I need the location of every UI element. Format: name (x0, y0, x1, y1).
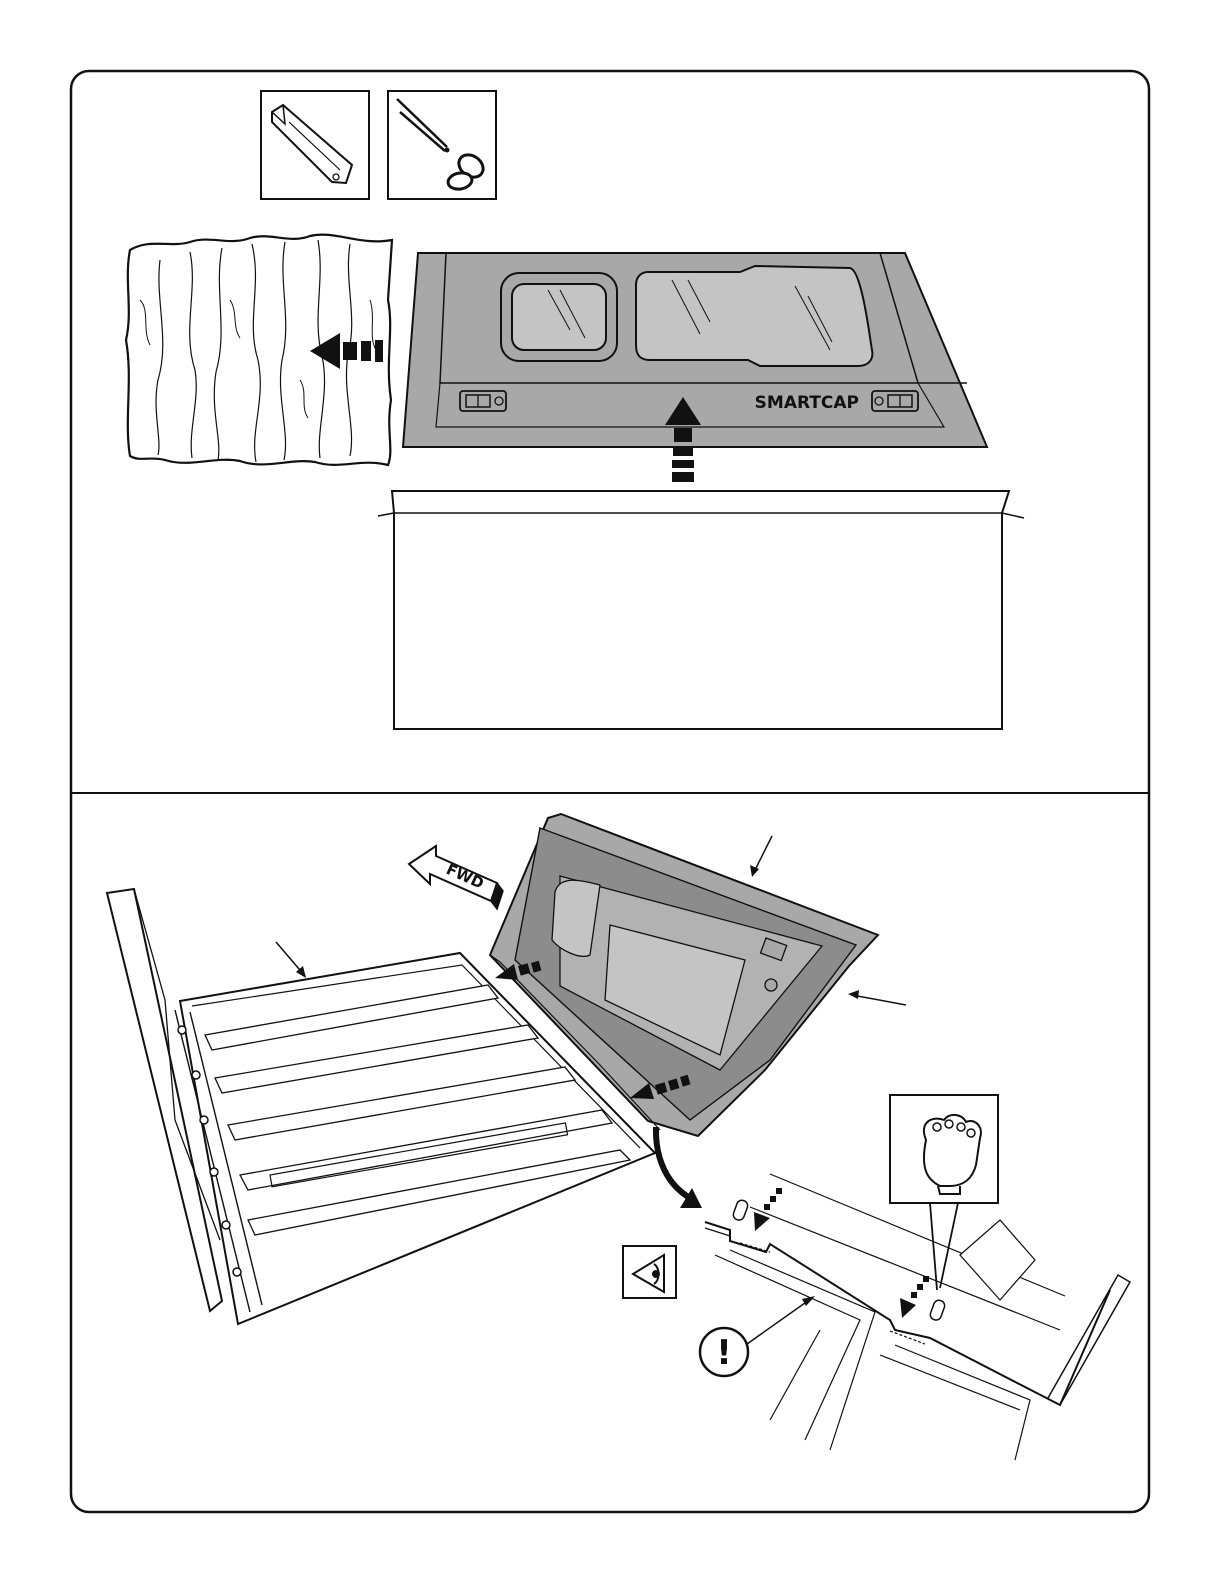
panel-attach-door: FWD (107, 814, 1130, 1460)
utility-knife-icon (261, 91, 369, 199)
hinge-detail (705, 1174, 1130, 1460)
large-window (636, 266, 872, 366)
scissors-icon (388, 91, 496, 199)
panel-unpack: SMARTCAP (126, 91, 1024, 729)
brand-logo: SMARTCAP (755, 393, 859, 413)
right-latch-icon (872, 391, 918, 411)
hinge-pin-left (732, 1199, 749, 1222)
hinge-pin-right (929, 1299, 946, 1322)
frame-leader-line (276, 942, 306, 978)
eye-inspect-icon (623, 1246, 676, 1298)
shipping-box (378, 491, 1024, 729)
svg-text:!: ! (716, 1333, 732, 1373)
left-latch-icon (460, 391, 506, 411)
fwd-direction-arrow: FWD (409, 846, 503, 909)
warning-exclamation-icon: ! (700, 1296, 815, 1376)
swing-down-arrow (656, 1127, 702, 1208)
